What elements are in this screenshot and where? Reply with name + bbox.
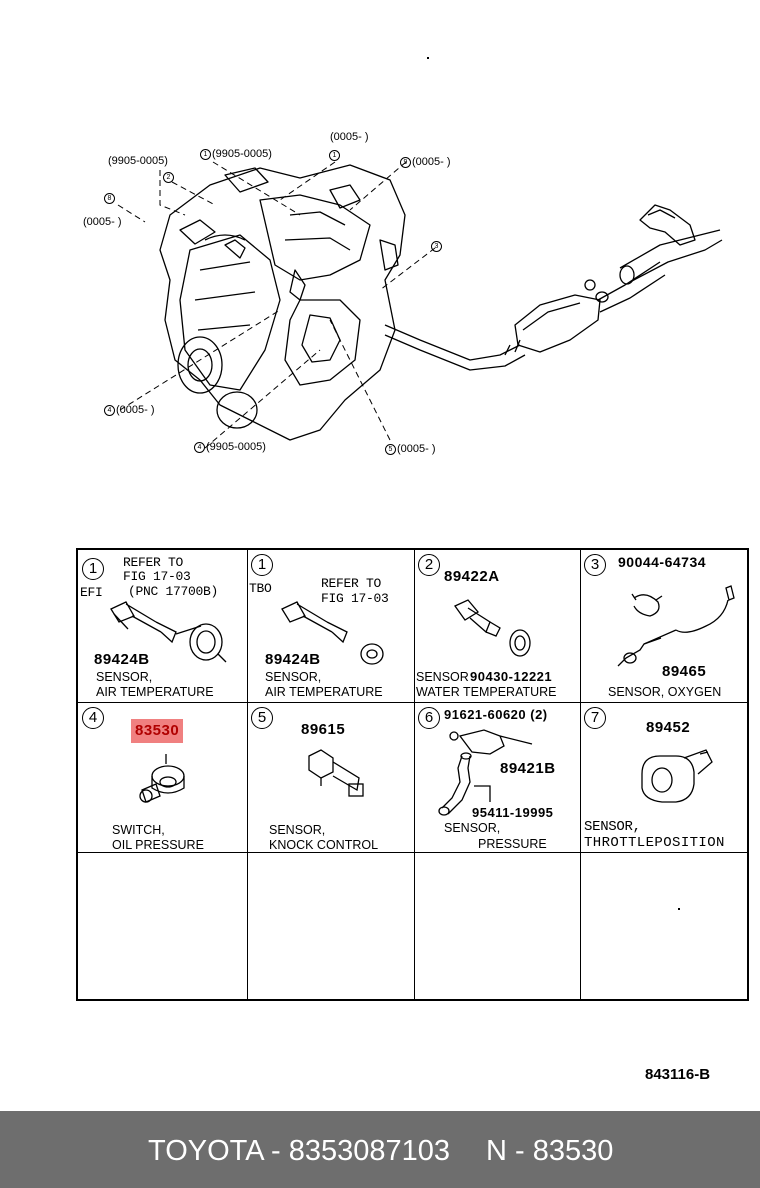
description-line-1: SENSOR, (265, 670, 322, 684)
description-line-2: AIR TEMPERATURE (96, 685, 214, 699)
table-cell-2: 2 89422A SENSOR 90430-12221 WATER TEMPER… (414, 550, 580, 702)
item-number-badge: 1 (82, 558, 104, 580)
description-line-2: WATER TEMPERATURE (416, 685, 557, 699)
water-temp-sensor-illustration (454, 599, 531, 657)
part-number-highlighted[interactable]: 83530 (131, 719, 184, 743)
callout-8: 8 (104, 192, 116, 204)
refer-line-2: FIG 17-03 (123, 569, 191, 584)
air-temp-sensor-illustration (110, 601, 227, 663)
callout-1-top: (0005- ) (330, 131, 369, 143)
table-cell-3: 3 90044-64734 89465 SENSOR, OXYGEN (580, 550, 749, 702)
oxygen-sensor-illustration (617, 585, 735, 667)
callout-3: 3 (431, 240, 443, 252)
callout-2-range: (9905-0005) (108, 155, 168, 167)
part-number: 89452 (646, 719, 691, 736)
callout-4-upper: 4(0005- ) (104, 404, 155, 416)
item-number-badge: 3 (584, 554, 606, 576)
refer-line-1: REFER TO (123, 555, 184, 570)
item-number-badge: 4 (82, 707, 104, 729)
callout-8-range: (0005- ) (83, 216, 122, 228)
table-cell-4: 4 83530 SWITCH, OIL PRESSURE (78, 702, 247, 852)
sub-label: EFI (80, 585, 103, 600)
table-cell-5: 5 89615 SENSOR, KNOCK CONTROL (247, 702, 414, 852)
description-line-1: SENSOR, OXYGEN (608, 685, 722, 699)
item-number-badge: 5 (251, 707, 273, 729)
callout-4-lower: 4(9905-0005) (194, 441, 266, 453)
brand-part-number: TOYOTA - 8353087103 (148, 1135, 451, 1167)
item-number-badge: 2 (418, 554, 440, 576)
refer-line-1: REFER TO (321, 576, 382, 591)
description-line-1: SENSOR, (96, 670, 153, 684)
description-line-1: SWITCH, (112, 823, 165, 837)
callout-2: 2 (163, 171, 175, 183)
description-line-2: THROTTLEPOSITION (584, 835, 725, 851)
part-number: 89465 (662, 663, 707, 680)
engine-exhaust-diagram (117, 161, 723, 449)
table-cell-6: 6 91621-60620 (2) 89421B 95411-19995 SEN… (414, 702, 580, 852)
dot-mark (678, 908, 680, 910)
table-cell-7: 7 89452 SENSOR, THROTTLEPOSITION (580, 702, 749, 852)
extra-part-number-2: 95411-19995 (472, 805, 554, 820)
oil-pressure-switch-illustration (139, 754, 185, 803)
callout-1-left: 1(9905-0005) (200, 148, 272, 160)
refer-line-3: (PNC 17700B) (128, 584, 219, 599)
extra-part-number: 90430-12221 (470, 669, 553, 684)
pnc-code: N - 83530 (486, 1135, 614, 1167)
extra-part-number: 90044-64734 (618, 554, 707, 570)
callout-5: 5(0005- ) (385, 443, 436, 455)
description-line-1: SENSOR, (584, 819, 641, 835)
callout-9: 9(0005- ) (400, 156, 451, 168)
description-line-1: SENSOR, (269, 823, 326, 837)
part-number: 89615 (301, 721, 346, 738)
dot-mark (427, 57, 429, 59)
description-line-2: OIL PRESSURE (112, 838, 204, 852)
extra-part-number: 91621-60620 (2) (444, 707, 548, 722)
table-cell-1-efi: 1 EFI REFER TO FIG 17-03 (PNC 17700B) 89… (78, 550, 247, 702)
knock-sensor-illustration (308, 749, 364, 797)
callout-1-num-top: 1 (329, 149, 341, 161)
air-temp-sensor-illustration (281, 601, 384, 665)
item-number-badge: 7 (584, 707, 606, 729)
throttle-position-sensor-illustration (641, 749, 713, 803)
refer-line-2: FIG 17-03 (321, 591, 389, 606)
parts-table: 1 EFI REFER TO FIG 17-03 (PNC 17700B) 89… (76, 548, 749, 1001)
figure-reference-code: 843116-B (645, 1066, 711, 1083)
description-line-2: PRESSURE (478, 837, 547, 851)
description-line-2: AIR TEMPERATURE (265, 685, 383, 699)
part-number: 89421B (500, 760, 556, 777)
item-number-badge: 6 (418, 707, 440, 729)
item-number-badge: 1 (251, 554, 273, 576)
description-line-2: KNOCK CONTROL (269, 838, 379, 852)
description-line-1: SENSOR (416, 670, 469, 684)
part-number: 89424B (265, 651, 321, 668)
footer-bar: TOYOTA - 8353087103 N - 83530 (0, 1111, 760, 1188)
part-number: 89424B (94, 651, 150, 668)
table-cell-1-tbo: 1 TBO REFER TO FIG 17-03 89424B SENSOR, … (247, 550, 414, 702)
pressure-sensor-illustration (438, 729, 533, 816)
description-line-1: SENSOR, (444, 821, 501, 835)
sub-label: TBO (249, 581, 272, 596)
part-number: 89422A (444, 568, 500, 585)
